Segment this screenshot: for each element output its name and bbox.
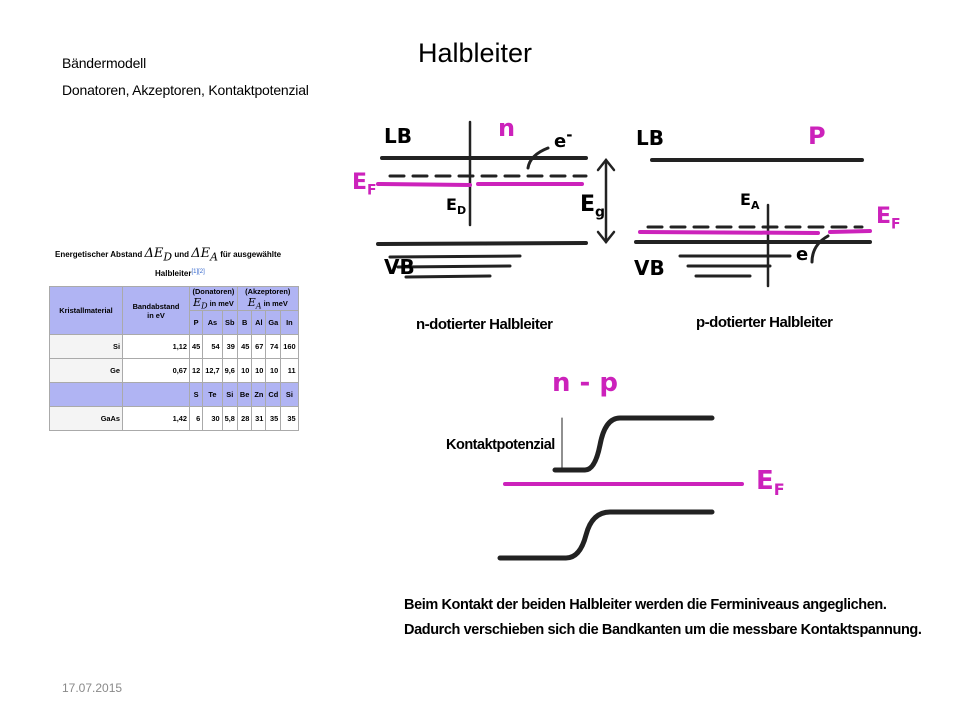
caption-text-c: Halbleiter — [155, 269, 192, 279]
caption-and: und — [174, 250, 189, 259]
table-cell: Si — [280, 382, 299, 408]
doping-energy-table-panel: Energetischer Abstand ΔED und ΔEA für au… — [49, 240, 321, 462]
table-cell: Al — [251, 310, 267, 336]
eg-arrow-head-top — [596, 157, 616, 172]
caption-text-a: Energetischer Abstand — [55, 250, 143, 259]
eg-label: Eg — [580, 192, 606, 221]
caption-reference-link[interactable]: [1][2] — [191, 268, 205, 275]
table-cell: 12,7 — [202, 358, 223, 384]
ef-right-label: EF — [876, 204, 901, 233]
table-row-gaas: GaAs 1,42 6 30 5,8 28 31 35 35 — [49, 406, 299, 432]
vb-left-label: VB — [384, 255, 415, 279]
delta-e-d-symbol: ΔED — [144, 246, 173, 264]
electron-arrow — [526, 146, 550, 170]
subtitle-line-1: Bändermodell — [62, 55, 146, 71]
vb-right-label: VB — [634, 256, 665, 280]
table-cell: 28 — [236, 406, 253, 432]
table-cell: 74 — [265, 334, 282, 360]
eg-arrow-head-bottom — [596, 230, 616, 245]
ea-label: EA — [740, 190, 760, 213]
table-cell: 160 — [280, 334, 299, 360]
caption-text-b: für ausgewählte — [220, 250, 282, 259]
table-cell: Be — [236, 382, 253, 408]
p-fermi-level-right — [828, 229, 872, 234]
lb-left-label: LB — [384, 124, 412, 148]
n-label: n — [498, 114, 516, 142]
element-header-row-1: P As Sb B Al Ga In — [50, 310, 299, 336]
junction-conduction-band — [552, 415, 715, 473]
table-cell: Si — [49, 334, 123, 360]
header-material: Kristallmaterial — [49, 285, 123, 336]
table-cell: 12 — [188, 358, 204, 384]
table-cell: In — [280, 310, 299, 336]
p-fermi-level-left — [638, 230, 820, 235]
header-donors: (Donatoren)ED in meV — [189, 285, 238, 312]
n-p-label: n - p — [552, 368, 619, 398]
table-cell: 6 — [188, 406, 204, 432]
table-cell: 67 — [251, 334, 267, 360]
table-row-si: Si 1,12 45 54 39 45 67 74 160 — [49, 334, 299, 360]
table-cell: Ge — [49, 358, 123, 384]
ef-center-label: EF — [756, 466, 785, 500]
table-cell: Te — [202, 382, 223, 408]
subtitle-line-2: Donatoren, Akzeptoren, Kontaktpotenzial — [62, 82, 309, 98]
ed-label: ED — [446, 195, 467, 218]
junction-valence-band — [497, 509, 715, 561]
table-cell: B — [236, 310, 253, 336]
table-caption: Energetischer Abstand ΔED und ΔEA für au… — [55, 246, 317, 281]
table-cell: 31 — [251, 406, 267, 432]
table-cell: 10 — [236, 358, 253, 384]
header-acceptors: (Akzeptoren)EA in meV — [236, 285, 299, 312]
table-cell: Zn — [251, 382, 267, 408]
slide-date: 17.07.2015 — [62, 681, 123, 695]
table-cell — [122, 382, 190, 408]
n-vb-hatch-3 — [404, 274, 492, 279]
table-cell: Ga — [265, 310, 282, 336]
n-doped-caption: n-dotierter Halbleiter — [416, 316, 553, 333]
delta-e-a-symbol: ΔEA — [191, 246, 218, 264]
conclusion-line-2: Dadurch verschieben sich die Bandkanten … — [404, 622, 922, 638]
table-cell: 11 — [280, 358, 299, 384]
kontaktpotenzial-label: Kontaktpotenzial — [446, 437, 555, 453]
table-cell: 10 — [265, 358, 282, 384]
table-row-ge: Ge 0,67 12 12,7 9,6 10 10 10 11 — [49, 358, 299, 384]
table-cell: 30 — [202, 406, 223, 432]
table-cell: 54 — [202, 334, 223, 360]
n-vb-hatch-2 — [396, 264, 512, 269]
table-cell: Si — [221, 382, 238, 408]
slide-title: Halbleiter — [418, 38, 533, 68]
element-header-row-2: S Te Si Be Zn Cd Si — [49, 382, 299, 408]
table-cell: As — [202, 310, 223, 336]
ef-left-label: EF — [352, 170, 377, 199]
hole-arrow — [810, 234, 830, 264]
table-cell: 35 — [280, 406, 299, 432]
table-cell: 1,12 — [122, 334, 190, 360]
lb-right-label: LB — [636, 126, 664, 150]
table-cell: 1,42 — [122, 406, 190, 432]
electron-label: e- — [554, 126, 573, 152]
table-cell: 10 — [251, 358, 267, 384]
table-cell: GaAs — [49, 406, 123, 432]
n-fermi-level-left — [376, 182, 472, 187]
hole-label: e — [796, 244, 809, 265]
p-label: P — [808, 122, 826, 150]
n-valence-band-edge — [376, 241, 588, 246]
table-cell: 0,67 — [122, 358, 190, 384]
n-vb-hatch-1 — [388, 254, 522, 259]
conclusion-line-1: Beim Kontakt der beiden Halbleiter werde… — [404, 597, 887, 613]
table-cell: S — [188, 382, 204, 408]
p-doped-caption: p-dotierter Halbleiter — [696, 314, 833, 331]
